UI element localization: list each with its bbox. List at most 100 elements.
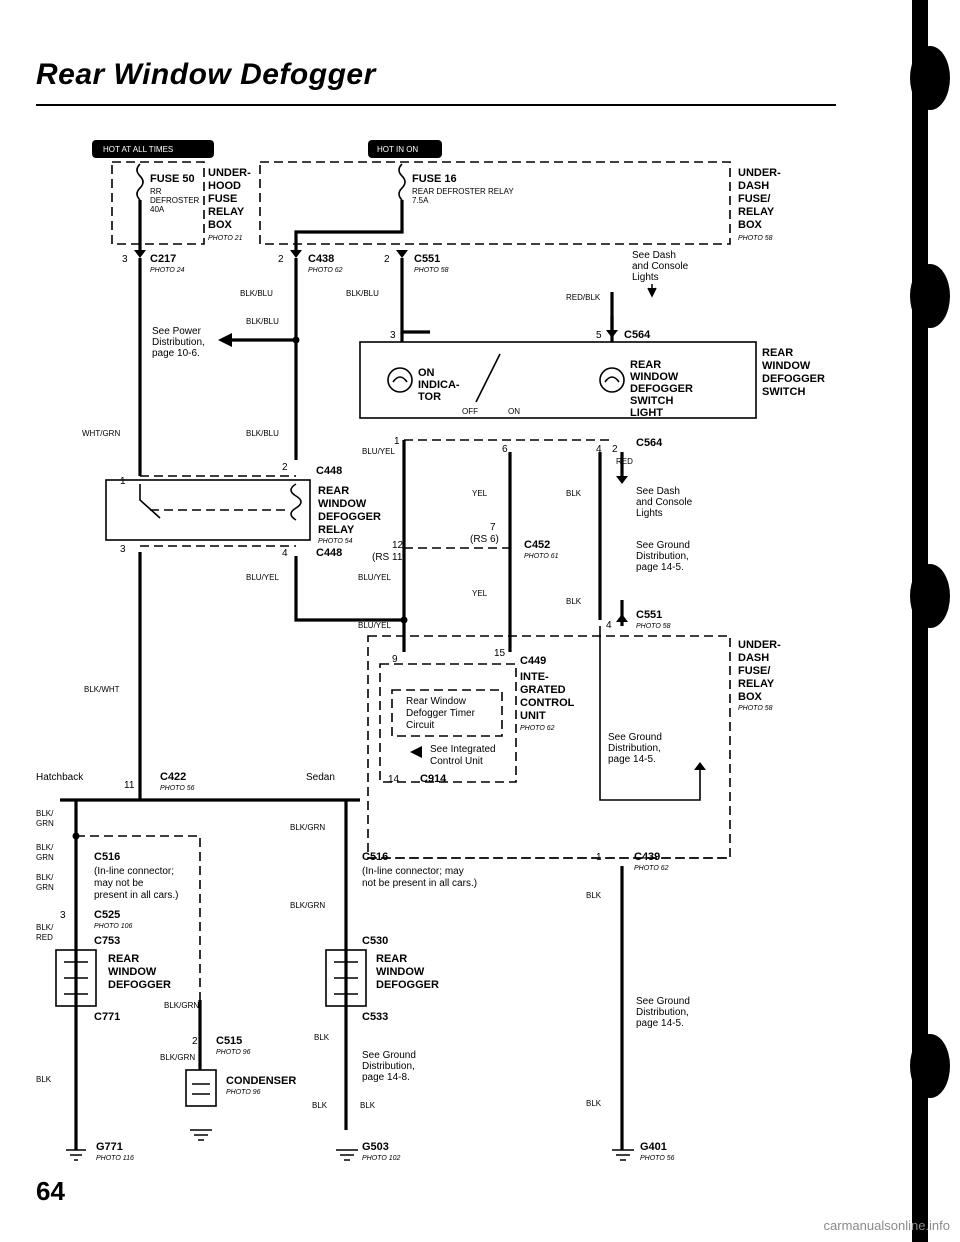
- label-connectors-c551: C551: [636, 609, 662, 621]
- label-boxes-see-icu-1: Control Unit: [430, 756, 483, 767]
- label-boxes-underdash-0: UNDER-: [738, 639, 781, 651]
- label-boxes-defogger-0: REAR: [108, 953, 139, 965]
- note-ground-145-a: See Ground Distribution, page 14-5.: [636, 540, 690, 573]
- label-pins-0: 3: [122, 254, 128, 265]
- label-boxes-relay-2: DEFOGGER: [318, 511, 381, 523]
- label-notes-dash-lights-0: See Dash: [636, 486, 680, 497]
- label-connectors-c551: C551: [414, 253, 440, 265]
- label-connectors-c516: C516: [94, 851, 120, 863]
- underhood-box-outline: [111, 161, 205, 245]
- label-indicator-0: ON: [418, 367, 435, 379]
- note-dash-lights-mid: See Dash and Console Lights: [636, 486, 693, 519]
- label-banners-hot-in-on: HOT IN ON: [377, 145, 418, 154]
- label-pins-11: 3: [120, 544, 126, 555]
- label-pins-1: 2: [278, 254, 284, 265]
- label-connectors-g401: G401: [640, 1141, 667, 1153]
- label-notes-inline-right-1: not be present in all cars.): [362, 878, 477, 889]
- label-notes-rs11: (RS 11): [372, 552, 406, 563]
- label-pins-21: 2: [192, 1036, 198, 1047]
- label-wires-blk: BLK: [314, 1033, 330, 1042]
- label-connectors-c439-photo: PHOTO 62: [634, 865, 669, 872]
- label-pins-5: 1: [394, 436, 400, 447]
- label-wires-blk-grn-split-0: BLK/: [36, 843, 54, 852]
- edge-tab-4: [910, 1034, 950, 1098]
- label-notes-ground-145-0: See Ground: [636, 996, 690, 1007]
- label-pins-20: 3: [60, 910, 66, 921]
- label-boxes-underdash-photo: PHOTO 58: [738, 705, 773, 712]
- label-connectors-c452-photo: PHOTO 61: [524, 553, 559, 560]
- g401-ground: [612, 1149, 634, 1161]
- label-fuses-fuse16-2: 7.5A: [412, 196, 429, 205]
- underdash-box-lower-label: UNDER- DASH FUSE/ RELAY BOX PHOTO 58: [738, 639, 781, 712]
- label-pins-22: 1: [596, 852, 602, 863]
- label-pins-17: 15: [494, 648, 506, 659]
- label-boxes-icu-photo: PHOTO 62: [520, 725, 555, 732]
- label-pins-8: 2: [612, 444, 618, 455]
- label-boxes-underdash-photo: PHOTO 58: [738, 235, 773, 242]
- label-wires-blk-grn-split-0: BLK/: [36, 873, 54, 882]
- timer-label: Rear Window Defogger Timer Circuit: [406, 696, 476, 731]
- label-connectors-g503: G503: [362, 1141, 389, 1153]
- label-switch-light-3: SWITCH: [630, 395, 673, 407]
- label-connectors-g771: G771: [96, 1141, 123, 1153]
- underdash-box-top-label: UNDER- DASH FUSE/ RELAY BOX PHOTO 58: [738, 167, 781, 242]
- label-connectors-c771: C771: [94, 1011, 120, 1023]
- label-notes-ground-145-2: page 14-5.: [636, 1018, 684, 1029]
- label-connectors-c438: C438: [308, 253, 334, 265]
- label-boxes-icu-3: UNIT: [520, 710, 546, 722]
- label-wires-blk-red-split-0: BLK/: [36, 923, 54, 932]
- c438-connector: [290, 250, 302, 258]
- see-icu-arrow: [410, 746, 422, 758]
- label-boxes-relay-1: WINDOW: [318, 498, 367, 510]
- label-connectors-c515: C515: [216, 1035, 242, 1047]
- label-boxes-switch-1: WINDOW: [762, 360, 811, 372]
- relay-label: REAR WINDOW DEFOGGER RELAY PHOTO 54: [318, 485, 381, 545]
- label-notes-dash-lights-2: Lights: [636, 508, 663, 519]
- label-notes-inline-left-0: (In-line connector;: [94, 866, 174, 877]
- label-connectors-c217-photo: PHOTO 24: [150, 267, 185, 274]
- label-boxes-underdash-0: UNDER-: [738, 167, 781, 179]
- label-notes-ground-145-1: Distribution,: [608, 743, 661, 754]
- label-banners-hot-all-times: HOT AT ALL TIMES: [103, 145, 173, 154]
- label-boxes-underdash-2: FUSE/: [738, 193, 770, 205]
- label-connectors-c525: C525: [94, 909, 120, 921]
- label-wires-blk-grn: BLK/GRN: [160, 1053, 195, 1062]
- c551-top-connector: [396, 250, 408, 258]
- g771-ground: [66, 1149, 86, 1161]
- label-notes-dash-lights-2: Lights: [632, 272, 659, 283]
- banner-hot-in-on: HOT IN ON: [368, 140, 442, 158]
- label-wires-blu-yel: BLU/YEL: [362, 447, 395, 456]
- label-fuses-fuse16-0: FUSE 16: [412, 173, 457, 185]
- fuse50-label: FUSE 50 RR DEFROSTER 40A: [150, 173, 200, 214]
- page-number: 64: [36, 1176, 65, 1206]
- label-boxes-switch-3: SWITCH: [762, 386, 805, 398]
- switch-box-outline: [359, 341, 757, 419]
- label-pins-14: 7: [490, 522, 496, 533]
- icu-label: INTE- GRATED CONTROL UNIT PHOTO 62: [520, 671, 575, 732]
- label-notes-inline-left-2: present in all cars.): [94, 890, 178, 901]
- fuse50-symbol: [136, 163, 144, 201]
- label-pins-9: 1: [120, 476, 126, 487]
- label-boxes-timer-1: Defogger Timer: [406, 708, 476, 719]
- label-notes-ground-145-1: Distribution,: [636, 551, 689, 562]
- label-pins-12: 4: [282, 548, 288, 559]
- relay-coil: [290, 483, 302, 521]
- underdash-ground-arrow: [694, 762, 706, 770]
- label-notes-dash-lights-0: See Dash: [632, 250, 676, 261]
- label-wires-blk: BLK: [360, 1101, 376, 1110]
- timer-box-outline: [391, 689, 503, 737]
- title-rule: [36, 104, 836, 106]
- relay-switch: [139, 484, 161, 519]
- label-wires-blk: BLK: [566, 597, 582, 606]
- label-wires-blu-yel: BLU/YEL: [358, 573, 391, 582]
- label-wires-blk: BLK: [566, 489, 582, 498]
- label-fuses-fuse50-2: DEFROSTER: [150, 196, 200, 205]
- label-wires-yel: YEL: [472, 589, 488, 598]
- condenser-symbol: [185, 1069, 217, 1107]
- label-pins-18: 14: [388, 774, 400, 785]
- label-wires-blk-grn: BLK/GRN: [290, 901, 325, 910]
- label-connectors-c564: C564: [636, 437, 663, 449]
- label-wires-blk: BLK: [586, 1099, 602, 1108]
- label-notes-ground-145-1: Distribution,: [636, 1007, 689, 1018]
- label-connectors-c452: C452: [524, 539, 550, 551]
